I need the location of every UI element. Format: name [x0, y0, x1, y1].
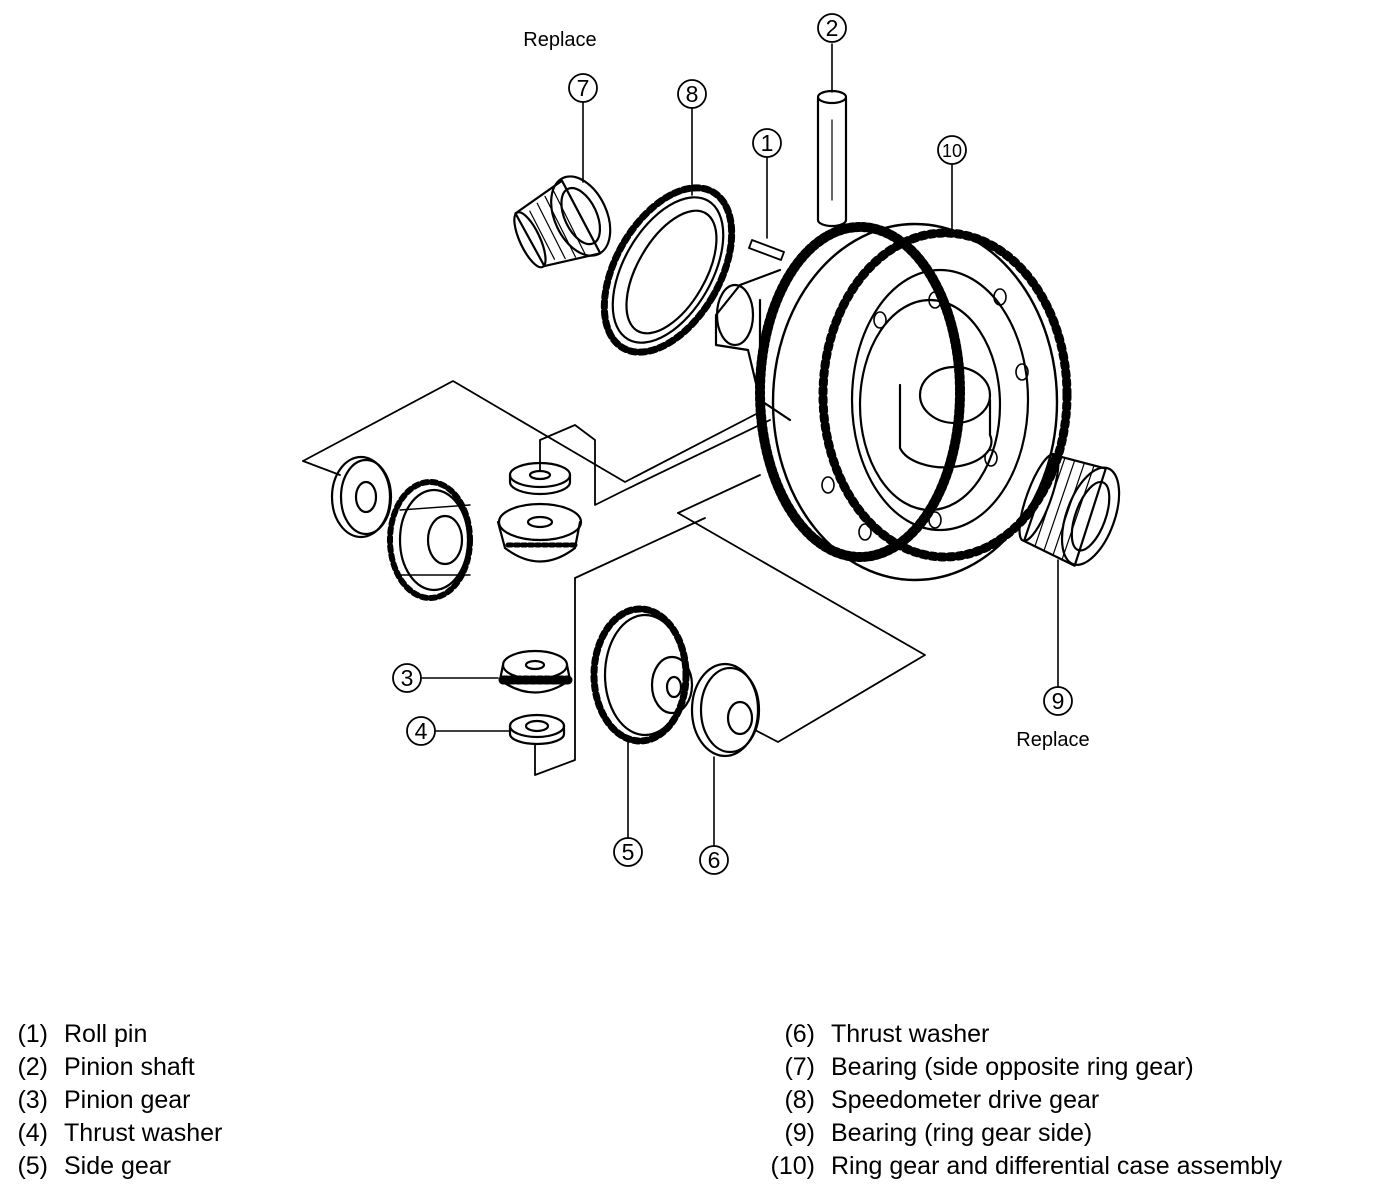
- legend-item: (8) Speedometer drive gear: [765, 1084, 1282, 1117]
- callout-9: 9: [1052, 688, 1065, 714]
- legend-text: Pinion shaft: [64, 1053, 195, 1081]
- exploded-differential-diagram: 1 2 3 4 5 6 7 8 9 10 Replace Replace: [302, 13, 1121, 875]
- legend-left-column: (1) Roll pin (2) Pinion shaft (3) Pinion ge…: [14, 1018, 222, 1183]
- legend-item: (7) Bearing (side opposite ring gear): [765, 1051, 1282, 1084]
- replace-label-bearing-7: Replace: [523, 29, 596, 51]
- legend-number: (5): [17, 1152, 48, 1180]
- legend-number: (6): [784, 1020, 815, 1048]
- legend-item: (4) Thrust washer: [14, 1117, 222, 1150]
- legend-right-column: (6) Thrust washer (7) Bearing (side opposi…: [765, 1018, 1283, 1183]
- legend-text: Speedometer drive gear: [831, 1086, 1100, 1114]
- callout-10: 10: [942, 141, 962, 161]
- legend-text: Ring gear and differential case assembly: [831, 1152, 1283, 1180]
- roll-pin: [748, 239, 785, 261]
- legend-item: (6) Thrust washer: [765, 1018, 1282, 1051]
- callout-7: 7: [577, 75, 590, 101]
- legend-item: (3) Pinion gear: [14, 1084, 222, 1117]
- side-gear: [590, 605, 694, 745]
- bearing-opposite-ring-gear: [513, 175, 612, 269]
- legend-number: (7): [784, 1053, 815, 1081]
- legend-text: Roll pin: [64, 1020, 148, 1048]
- legend-item: (2) Pinion shaft: [14, 1051, 222, 1084]
- upper-pinion-gear: [496, 502, 583, 563]
- pinion-shaft: [816, 89, 848, 228]
- legend-number: (8): [784, 1086, 815, 1114]
- legend-item: (1) Roll pin: [14, 1018, 222, 1051]
- legend-item: (9) Bearing (ring gear side): [765, 1117, 1282, 1150]
- upper-side-gear: [387, 479, 473, 601]
- callout-circles: [392, 13, 1073, 875]
- legend-item: (10) Ring gear and differential case asse…: [765, 1150, 1283, 1183]
- legend-text: Bearing (ring gear side): [831, 1119, 1093, 1147]
- callout-6: 6: [708, 847, 721, 873]
- bearing-ring-gear-side: [1018, 452, 1121, 567]
- legend-number: (4): [17, 1119, 48, 1147]
- assembly-guide-lines: [302, 380, 926, 776]
- legend-text: Bearing (side opposite ring gear): [831, 1053, 1194, 1081]
- callout-4: 4: [415, 718, 428, 744]
- upper-small-thrust-washer: [508, 461, 572, 496]
- legend-number: (1): [17, 1020, 48, 1048]
- speedometer-drive-gear: [600, 184, 736, 356]
- legend-text: Side gear: [64, 1152, 172, 1180]
- legend-text: Thrust washer: [64, 1119, 223, 1147]
- replace-label-bearing-9: Replace: [1016, 729, 1089, 751]
- legend-item: (5) Side gear: [14, 1150, 222, 1183]
- legend-number: (10): [770, 1152, 815, 1180]
- upper-thrust-washer: [330, 455, 393, 539]
- callout-8: 8: [686, 81, 699, 107]
- pinion-gear: [498, 649, 573, 694]
- ring-gear-differential-case: [714, 222, 1072, 582]
- legend-number: (3): [17, 1086, 48, 1114]
- thrust-washer-small: [508, 713, 566, 746]
- callout-5: 5: [622, 839, 635, 865]
- callout-3: 3: [401, 665, 414, 691]
- callout-1: 1: [761, 130, 774, 156]
- legend-text: Pinion gear: [64, 1086, 191, 1114]
- leader-lines: [421, 43, 1059, 846]
- legend-number: (9): [784, 1119, 815, 1147]
- callout-2: 2: [826, 15, 839, 41]
- thrust-washer: [690, 662, 761, 758]
- legend-number: (2): [17, 1053, 48, 1081]
- legend-text: Thrust washer: [831, 1020, 990, 1048]
